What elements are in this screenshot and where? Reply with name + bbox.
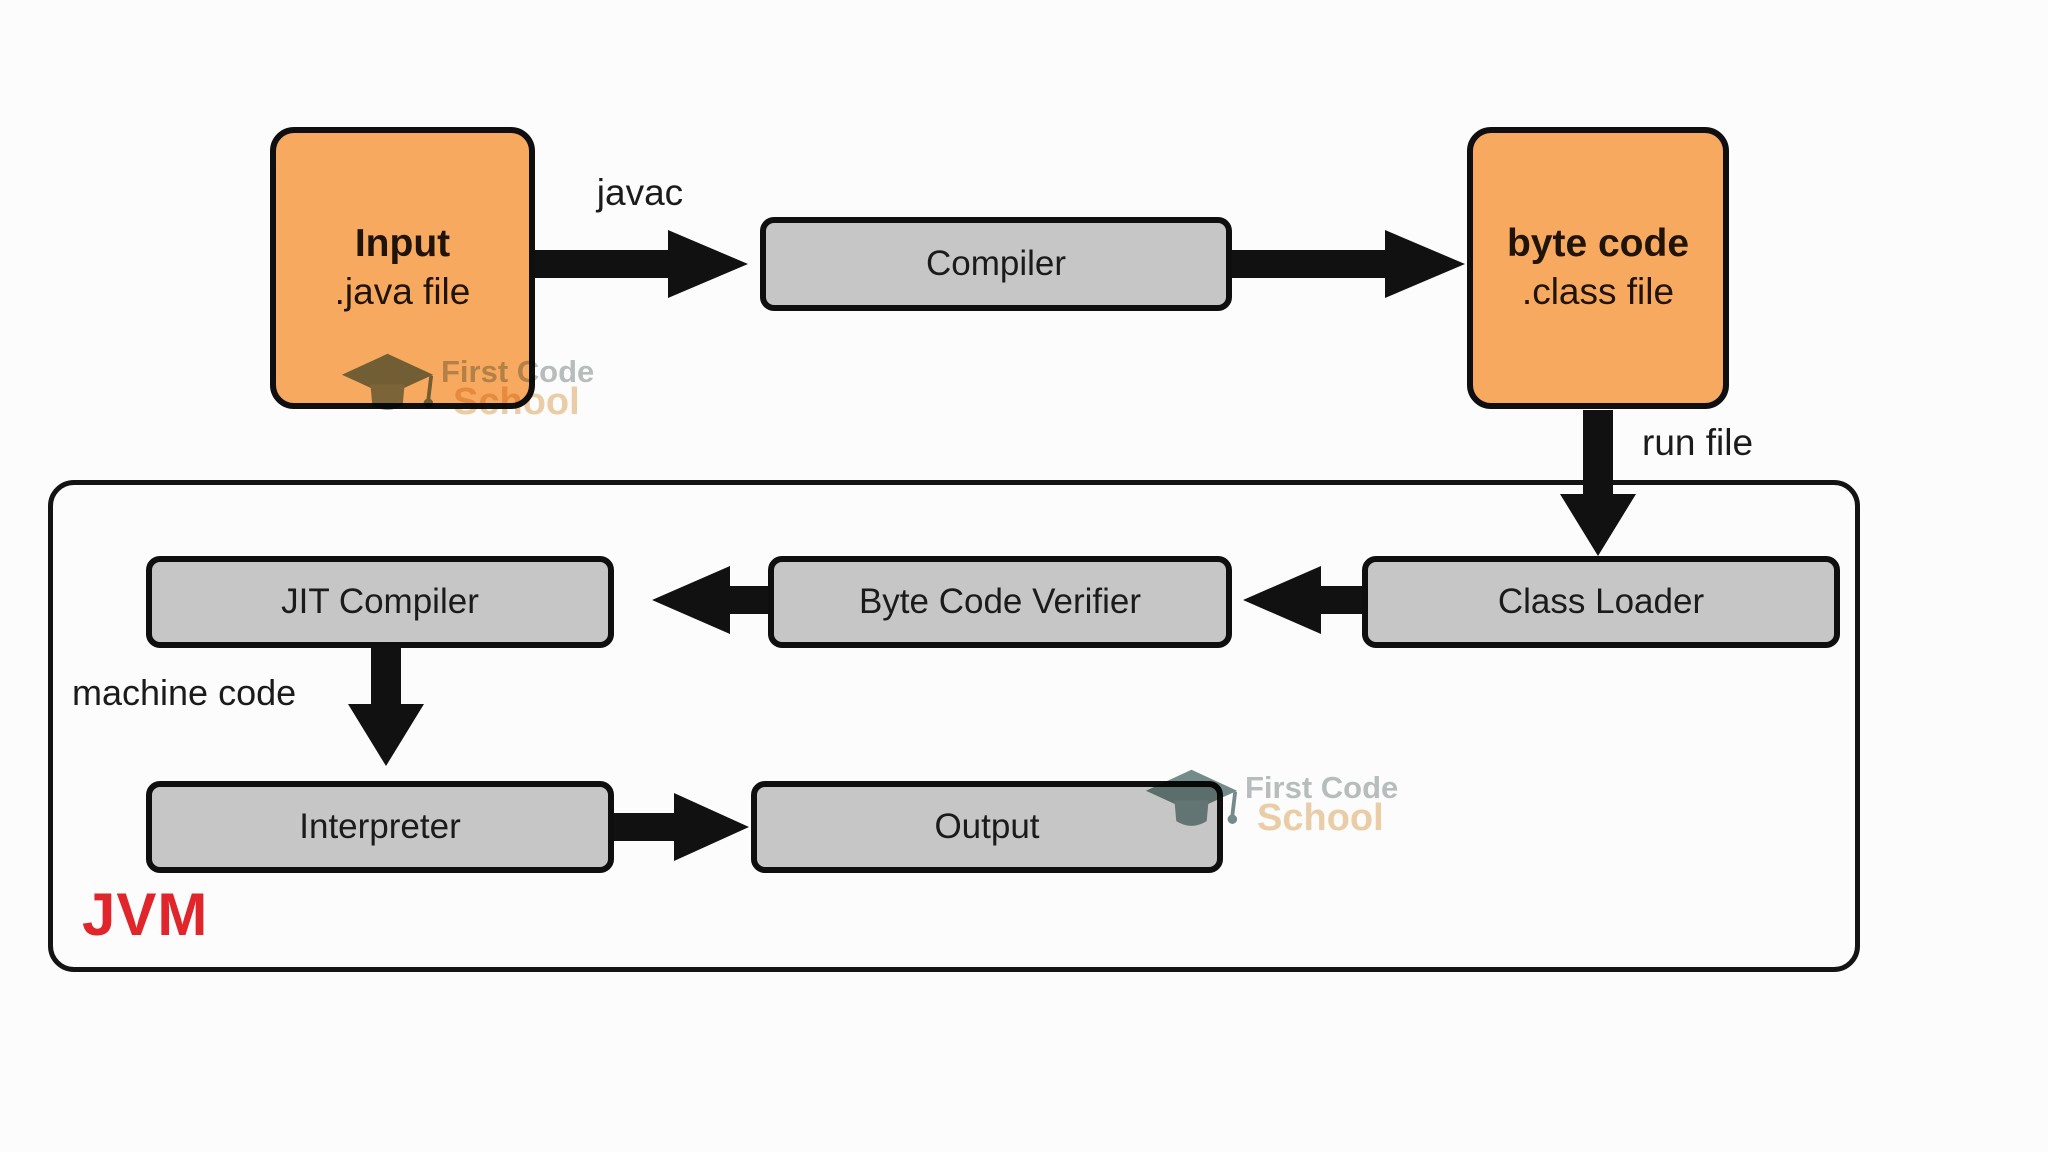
edge-label-run-file: run file	[1642, 422, 1754, 463]
arrow-head-down-icon	[1560, 494, 1636, 556]
arrow-shaft	[1321, 586, 1362, 614]
edge-label-machine-code: machine code	[72, 672, 297, 713]
node-byte-code-verifier: Byte Code Verifier	[768, 556, 1232, 648]
node-class-loader-label: Class Loader	[1497, 582, 1705, 621]
arrow-shaft	[1583, 410, 1613, 494]
node-class-loader: Class Loader	[1362, 556, 1840, 648]
arrow-head-left-icon	[1243, 566, 1321, 634]
arrow-shaft	[371, 648, 401, 704]
node-jit-compiler: JIT Compiler	[146, 556, 614, 648]
arrow-head-left-icon	[652, 566, 730, 634]
node-jit-compiler-label: JIT Compiler	[281, 582, 479, 621]
node-output: Output	[751, 781, 1223, 873]
arrow-head-down-icon	[348, 704, 424, 766]
node-interpreter: Interpreter	[146, 781, 614, 873]
node-bytecode: byte code .class file	[1467, 127, 1729, 409]
node-bytecode-subtitle: .class file	[1521, 271, 1675, 313]
node-byte-code-verifier-label: Byte Code Verifier	[858, 582, 1142, 621]
jvm-container-box	[48, 480, 1860, 972]
arrow-shaft	[730, 586, 768, 614]
arrow-head-right-icon	[668, 230, 748, 298]
node-compiler-label: Compiler	[925, 244, 1067, 283]
arrow-shaft	[614, 813, 674, 841]
node-input-subtitle: .java file	[334, 271, 471, 313]
arrow-head-right-icon	[1385, 230, 1465, 298]
arrow-head-right-icon	[674, 793, 749, 861]
jvm-container-label: JVM	[82, 881, 209, 948]
node-compiler: Compiler	[760, 217, 1232, 311]
node-interpreter-label: Interpreter	[299, 807, 461, 846]
arrow-shaft	[535, 250, 668, 278]
node-input: Input .java file	[270, 127, 535, 409]
node-bytecode-title: byte code	[1506, 221, 1690, 265]
arrow-shaft	[1232, 250, 1385, 278]
edge-label-javac: javac	[596, 172, 684, 213]
node-output-label: Output	[934, 807, 1040, 846]
node-input-title: Input	[354, 221, 451, 265]
